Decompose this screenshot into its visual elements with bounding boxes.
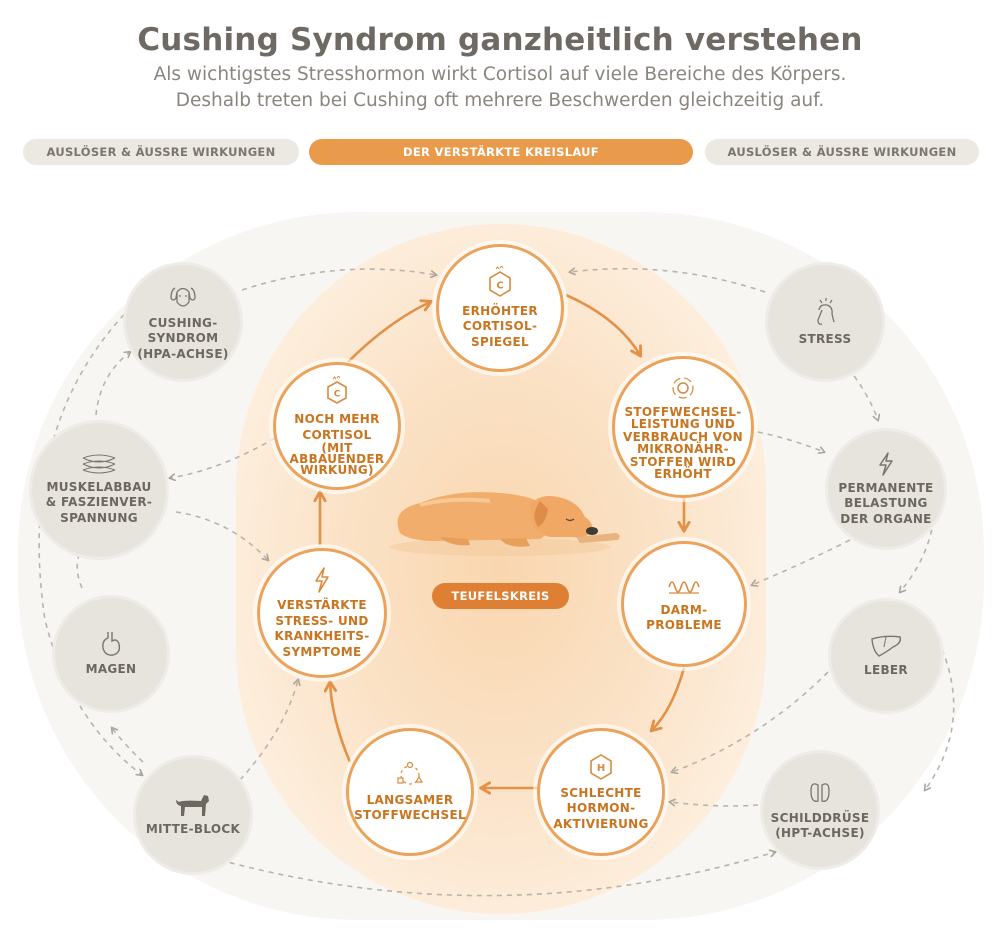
intestine-icon (668, 580, 700, 594)
liver-icon (871, 635, 902, 658)
side-label-leber: LEBER (864, 663, 908, 678)
link-stress-to-cortisol (568, 267, 766, 293)
link-cushing-to-cortisol (241, 268, 438, 291)
link-mehrcortisol-to-muskel (168, 437, 276, 482)
link-muskel-to-stress-symptome (175, 511, 270, 562)
side-label-magen: MAGEN (85, 662, 137, 677)
cycle-node-darm: DARM-PROBLEME (621, 541, 747, 667)
svg-text:C: C (334, 390, 341, 400)
svg-text:H: H (597, 763, 605, 774)
cycle-arrow-3 (652, 667, 686, 730)
link-mitte-to-schild (219, 849, 777, 897)
link-schild-to-hormon (668, 798, 759, 807)
link-stoffwechsel-to-belastung (747, 429, 826, 454)
link-leber-to-hormon (670, 671, 829, 775)
lightning-icon (879, 452, 893, 476)
lightning-icon (315, 567, 329, 593)
cycle-arrow-7 (347, 302, 430, 363)
side-node-magen: MAGEN (52, 595, 170, 713)
hexagon-c-icon: C (489, 265, 511, 297)
section-label-left: AUSLÖSER & ÄUSSRE WIRKUNGEN (23, 139, 299, 165)
link-magen-to-muskel (76, 538, 90, 589)
teufelskreis-badge: TEUFELSKREIS (432, 583, 569, 609)
section-label-right: AUSLÖSER & ÄUSSRE WIRKUNGEN (705, 139, 979, 165)
dog-silhouette-icon (176, 795, 209, 817)
metabolism-cycle-icon (672, 376, 694, 399)
subtitle-line-1: Als wichtigstes Stresshormon wirkt Corti… (153, 64, 847, 85)
hexagon-h-icon: H (590, 753, 612, 780)
section-label-center: DER VERSTÄRKTE KREISLAUF (309, 139, 693, 165)
cycle-arrow-5 (330, 683, 352, 763)
side-node-stress: STRESS (765, 262, 885, 382)
sleeping-dog-illustration (390, 492, 620, 556)
side-node-muskel: MUSKELABBAU& FASZIENVER-SPANNUNG (29, 420, 169, 560)
page-title: Cushing Syndrom ganzheitlich verstehen (137, 22, 863, 58)
link-muskel-to-cushing (95, 350, 132, 416)
link-mitte-to-stress-symptome (239, 678, 301, 781)
stomach-icon (102, 632, 121, 657)
cycle-label-darm: DARM-PROBLEME (646, 602, 722, 633)
side-node-mitte: MITTE-BLOCK (133, 755, 253, 875)
thyroid-icon (810, 782, 830, 802)
cycle-shapes-icon (397, 761, 424, 785)
hexagon-c-icon: C (327, 376, 347, 404)
link-mitte-to-magen (110, 726, 144, 763)
side-node-cushing: CUSHING-SYNDROM(HPA-ACHSE) (123, 262, 243, 382)
side-label-muskel: MUSKELABBAU& FASZIENVER-SPANNUNG (45, 479, 153, 525)
side-label-schild: SCHILDDRÜSE(HPT-ACHSE) (770, 810, 870, 841)
side-label-cushing: CUSHING-SYNDROM(HPA-ACHSE) (137, 315, 229, 361)
subtitle-line-2: Deshalb treten bei Cushing oft mehrere B… (175, 90, 825, 111)
cycle-arrow-1 (565, 293, 640, 355)
side-node-schild: SCHILDDRÜSE(HPT-ACHSE) (760, 750, 880, 870)
dog-head-icon (170, 287, 196, 307)
svg-text:C: C (496, 280, 503, 291)
side-label-mitte: MITTE-BLOCK (145, 822, 241, 837)
side-label-stress: STRESS (798, 332, 852, 347)
link-cushing-to-mitte (38, 299, 144, 777)
muscle-fibers-icon (82, 454, 116, 474)
link-stress-to-belastung (841, 359, 881, 422)
stressed-dog-icon (817, 298, 835, 326)
link-belastung-to-darm (750, 539, 851, 587)
side-node-leber: LEBER (828, 598, 944, 714)
